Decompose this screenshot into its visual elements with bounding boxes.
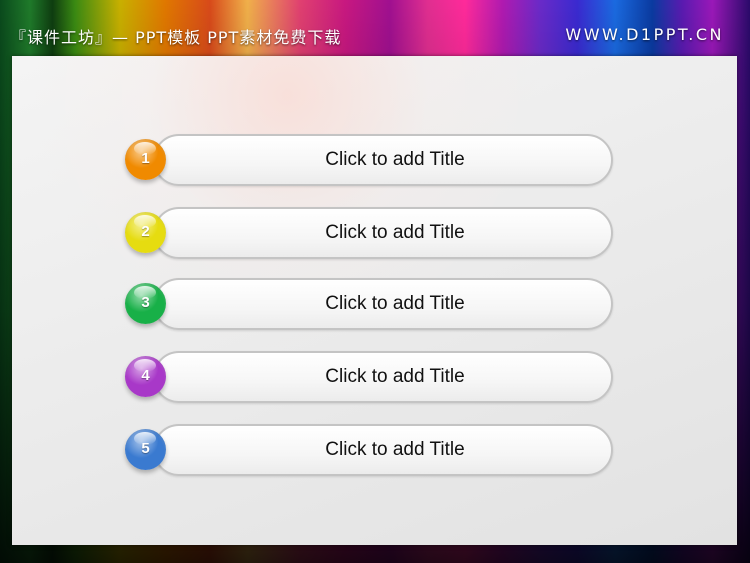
list-item-4: Click to add Title 4 [125,351,613,403]
title-placeholder-label: Click to add Title [325,222,465,243]
header-title: 『课件工坊』— PPT模板 PPT素材免费下载 [10,28,342,47]
number-ball-icon: 4 [125,356,166,397]
number-ball-icon: 1 [125,139,166,180]
title-placeholder-label: Click to add Title [325,366,465,387]
number-ball-icon: 2 [125,212,166,253]
title-placeholder-2[interactable]: Click to add Title [153,207,613,259]
title-placeholder-label: Click to add Title [325,439,465,460]
item-number: 5 [141,440,150,457]
item-number: 1 [141,150,150,167]
item-number: 4 [141,367,150,384]
title-placeholder-label: Click to add Title [325,149,465,170]
title-placeholder-label: Click to add Title [325,293,465,314]
list-item-3: Click to add Title 3 [125,278,613,330]
header-website: WWW.D1PPT.CN [565,25,724,44]
item-number: 2 [141,223,150,240]
item-number: 3 [141,294,150,311]
title-placeholder-3[interactable]: Click to add Title [153,278,613,330]
list-item-1: Click to add Title 1 [125,134,613,186]
title-placeholder-4[interactable]: Click to add Title [153,351,613,403]
list-item-2: Click to add Title 2 [125,207,613,259]
title-placeholder-1[interactable]: Click to add Title [153,134,613,186]
title-placeholder-5[interactable]: Click to add Title [153,424,613,476]
content-panel: Click to add Title 1 Click to add Title … [12,56,737,545]
number-ball-icon: 3 [125,283,166,324]
number-ball-icon: 5 [125,429,166,470]
list-item-5: Click to add Title 5 [125,424,613,476]
